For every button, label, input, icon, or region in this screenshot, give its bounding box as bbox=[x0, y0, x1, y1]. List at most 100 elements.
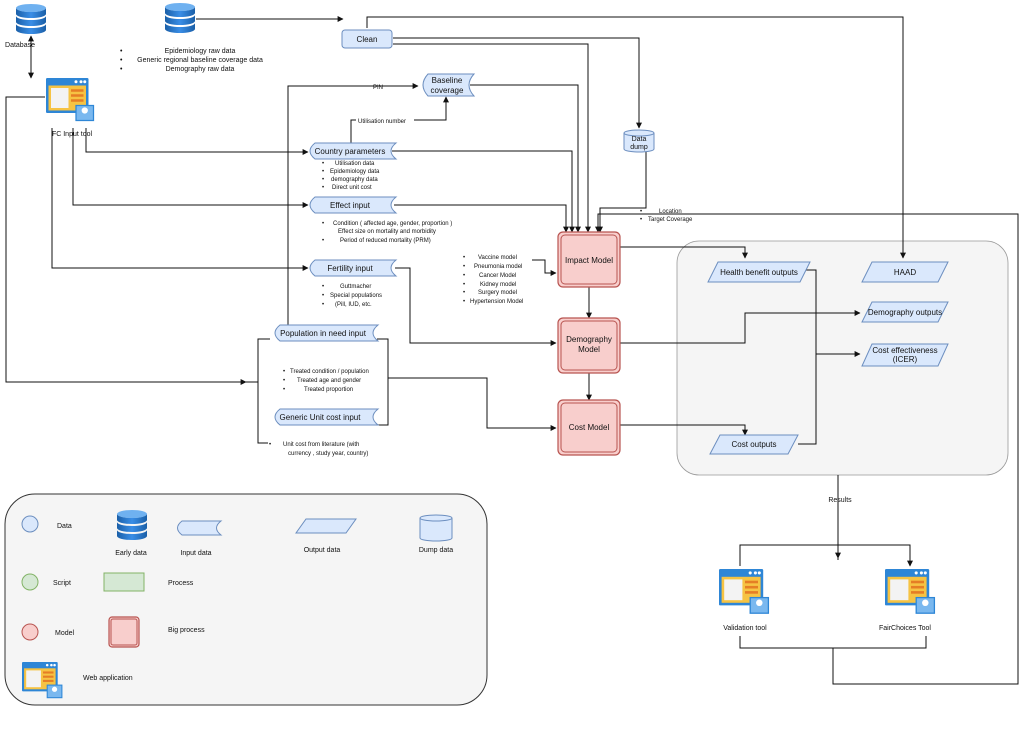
legend-script-label: Script bbox=[53, 580, 71, 587]
legend-process-label: Process bbox=[168, 580, 194, 587]
svg-text:•: • bbox=[322, 293, 324, 299]
raw-data-database-icon bbox=[165, 3, 195, 33]
legend-process-symbol bbox=[103, 572, 145, 592]
haad-label: HAAD bbox=[894, 268, 916, 277]
raw-data-list: • Epidemiology raw data • Generic region… bbox=[120, 48, 263, 73]
validation-tool-label: Validation tool bbox=[723, 625, 767, 632]
svg-text:•: • bbox=[120, 48, 123, 55]
svg-text:currency , study year, country: currency , study year, country) bbox=[288, 451, 368, 457]
svg-text:•: • bbox=[463, 290, 465, 296]
fertility-input-label: Fertility input bbox=[327, 264, 373, 273]
fc-input-tool-icon[interactable] bbox=[45, 77, 95, 122]
svg-text:•: • bbox=[322, 221, 324, 227]
svg-text:demography data: demography data bbox=[331, 177, 378, 183]
cost-model-label: Cost Model bbox=[569, 423, 610, 432]
legend: Data Early data Input data Output data D… bbox=[21, 510, 453, 699]
svg-text:•: • bbox=[322, 169, 324, 175]
svg-text:Generic regional baseline cove: Generic regional baseline coverage data bbox=[137, 57, 263, 64]
legend-web-application-label: Web application bbox=[83, 675, 133, 682]
svg-text:•: • bbox=[463, 273, 465, 279]
legend-script-symbol bbox=[21, 573, 39, 591]
fairchoices-tool-icon[interactable] bbox=[884, 568, 936, 614]
svg-text:Demography raw data: Demography raw data bbox=[166, 66, 235, 73]
clean-node[interactable] bbox=[341, 29, 393, 49]
svg-text:Target Coverage: Target Coverage bbox=[648, 217, 693, 223]
validation-tool-icon[interactable] bbox=[718, 568, 770, 614]
models-list: •Vaccine model •Pneumonia model •Cancer … bbox=[463, 255, 523, 305]
data-dump-label-2: dump bbox=[630, 144, 648, 151]
svg-text:Period of reduced mortality (P: Period of reduced mortality (PRM) bbox=[340, 238, 431, 244]
impact-model-label: Impact Model bbox=[565, 256, 613, 265]
fertility-input-node[interactable] bbox=[309, 259, 398, 277]
svg-text:•: • bbox=[322, 238, 324, 244]
svg-text:•: • bbox=[322, 161, 324, 167]
svg-text:•: • bbox=[120, 66, 123, 73]
edges bbox=[5, 16, 1019, 685]
legend-model-symbol bbox=[21, 623, 39, 641]
dump-cylinder-icon bbox=[623, 129, 655, 153]
svg-text:Treated condition / population: Treated condition / population bbox=[290, 369, 369, 375]
population-in-need-node[interactable] bbox=[274, 324, 380, 342]
legend-dump-data-label: Dump data bbox=[419, 547, 453, 554]
impact-model-node[interactable] bbox=[557, 231, 621, 288]
demography-model-label-2: Model bbox=[578, 345, 600, 354]
fairchoices-tool-label: FairChoices Tool bbox=[879, 625, 931, 632]
legend-output-data-label: Output data bbox=[304, 547, 341, 554]
svg-text:Condition ( affected age, gend: Condition ( affected age, gender, propor… bbox=[333, 221, 452, 227]
demography-model-label: Demography bbox=[566, 335, 612, 344]
legend-model-label: Model bbox=[55, 630, 75, 637]
fertility-list: •Guttmacher •Special populations •(Pill,… bbox=[322, 284, 382, 308]
legend-output-data-symbol bbox=[295, 518, 357, 534]
svg-text:Guttmacher: Guttmacher bbox=[340, 284, 371, 290]
legend-dump-data-symbol bbox=[419, 514, 453, 542]
country-parameters-node[interactable] bbox=[309, 142, 398, 160]
baseline-coverage-label-2: coverage bbox=[431, 86, 464, 95]
fc-input-tool-label: FC Input tool bbox=[52, 131, 93, 138]
svg-text:Utilisation data: Utilisation data bbox=[335, 161, 375, 167]
database-label: Database bbox=[5, 42, 35, 49]
clean-label: Clean bbox=[357, 35, 378, 44]
svg-text:Special populations: Special populations bbox=[330, 293, 382, 299]
legend-big-process-symbol bbox=[108, 616, 140, 648]
generic-unit-cost-node[interactable] bbox=[274, 408, 380, 426]
cost-outputs-node[interactable] bbox=[709, 434, 799, 455]
svg-text:•: • bbox=[463, 299, 465, 305]
demography-outputs-node[interactable] bbox=[861, 301, 949, 323]
cost-model-inner bbox=[560, 402, 618, 453]
unit-cost-list: •Unit cost from literature (with currenc… bbox=[269, 442, 368, 457]
svg-text:•: • bbox=[283, 378, 285, 384]
svg-text:Pneumonia model: Pneumonia model bbox=[474, 264, 522, 270]
svg-text:•: • bbox=[463, 264, 465, 270]
health-benefit-outputs-node[interactable] bbox=[707, 261, 811, 283]
svg-text:•: • bbox=[283, 369, 285, 375]
legend-input-data-symbol bbox=[177, 520, 223, 536]
demography-model-node[interactable] bbox=[557, 317, 621, 374]
svg-text:Treated proportion: Treated proportion bbox=[304, 387, 353, 393]
cost-outputs-label: Cost outputs bbox=[732, 440, 777, 449]
cost-effectiveness-node[interactable] bbox=[861, 343, 949, 367]
svg-text:•: • bbox=[640, 217, 642, 223]
svg-text:Cancer Model: Cancer Model bbox=[479, 273, 516, 279]
legend-data-label: Data bbox=[57, 523, 72, 530]
svg-text:Epidemiology raw data: Epidemiology raw data bbox=[165, 48, 236, 55]
effect-input-list: • Condition ( affected age, gender, propo… bbox=[322, 221, 452, 244]
effect-input-node[interactable] bbox=[309, 196, 398, 214]
utilisation-number-bg bbox=[356, 114, 414, 125]
svg-text:•: • bbox=[322, 302, 324, 308]
legend-input-data-label: Input data bbox=[180, 550, 211, 557]
outputs-panel bbox=[676, 240, 1009, 476]
effect-input-label: Effect input bbox=[330, 201, 371, 210]
svg-text:•: • bbox=[269, 442, 271, 448]
baseline-coverage-node[interactable] bbox=[422, 73, 476, 97]
svg-text:Epidemiology data: Epidemiology data bbox=[330, 169, 380, 175]
database-icon bbox=[16, 4, 46, 34]
svg-text:•: • bbox=[640, 209, 642, 215]
country-parameters-list: •Utilisation data •Epidemiology data •de… bbox=[322, 161, 380, 191]
cost-effectiveness-label-2: (ICER) bbox=[893, 355, 918, 364]
svg-text:Direct unit cost: Direct unit cost bbox=[332, 185, 372, 191]
haad-node[interactable] bbox=[861, 261, 949, 283]
svg-text:Hypertension Model: Hypertension Model bbox=[470, 299, 523, 305]
cost-model-node[interactable] bbox=[557, 399, 621, 456]
svg-text:Effect size on mortality and m: Effect size on mortality and morbidity bbox=[338, 229, 436, 235]
svg-text:Surgery model: Surgery model bbox=[478, 290, 517, 296]
